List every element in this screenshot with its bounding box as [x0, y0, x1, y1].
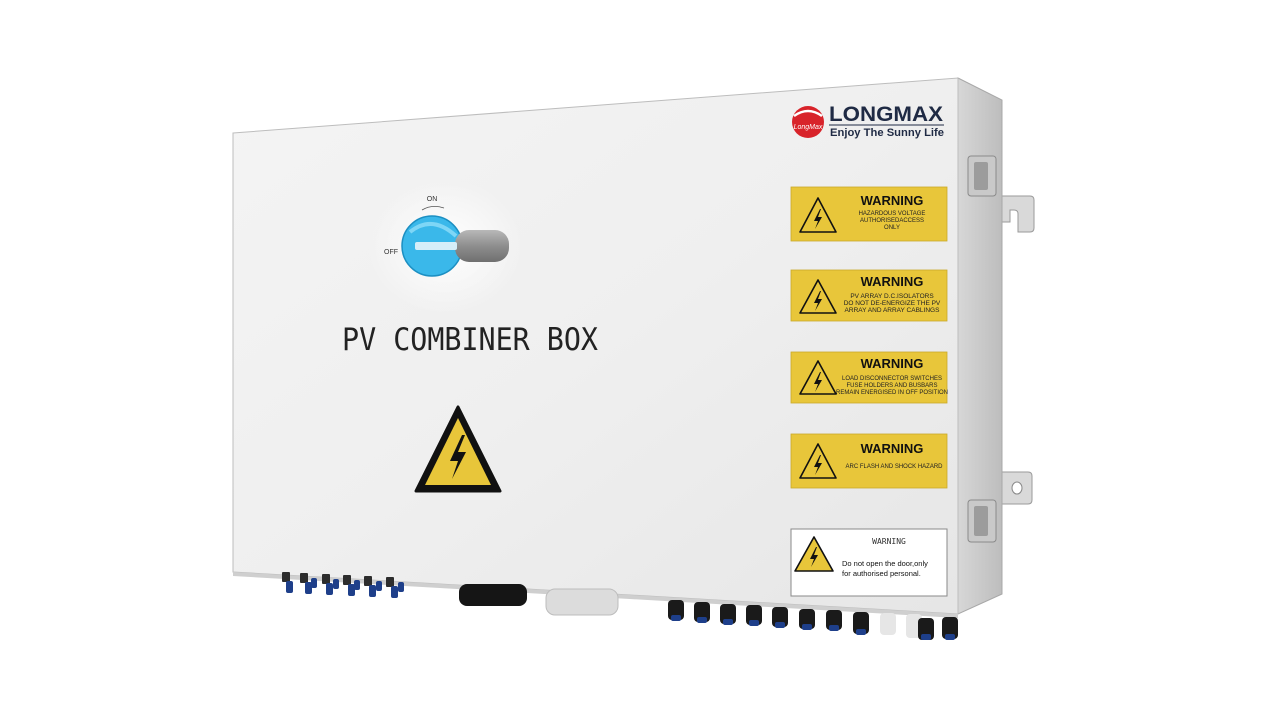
warning-line: DO NOT DE-ENERGIZE THE PV: [844, 300, 941, 307]
warning-line: HAZARDOUS VOLTAGE: [859, 211, 926, 217]
warning-label-3: WARNING LOAD DISCONNECTOR SWITCHES FUSE …: [790, 351, 948, 404]
brand-tagline: Enjoy The Sunny Life: [830, 127, 944, 139]
switch-on-label: ON: [427, 196, 438, 203]
warning-triangle-icon: [799, 443, 837, 479]
brand-logo-icon: [792, 106, 824, 138]
warning-line: ARC FLASH AND SHOCK HAZARD: [845, 464, 943, 470]
cable-gland-black: [459, 584, 527, 606]
mounting-bracket-top: [994, 195, 1035, 233]
notice-line: Do not open the door,only: [842, 559, 928, 568]
mounting-bracket-bottom: [994, 471, 1033, 505]
brand-logo: LongMax LONGMAX Enjoy The Sunny Life: [792, 103, 944, 139]
cable-gland-grey: [545, 588, 619, 616]
rotary-isolator-switch[interactable]: ON OFF: [367, 178, 523, 314]
mc4-connectors-left: [282, 572, 404, 598]
brand-name: LONGMAX: [829, 103, 943, 126]
warning-heading: WARNING: [861, 356, 924, 371]
warning-heading: WARNING: [861, 274, 924, 289]
warning-heading: WARNING: [861, 441, 924, 456]
warning-label-4: WARNING ARC FLASH AND SHOCK HAZARD: [790, 433, 948, 489]
switch-off-label: OFF: [384, 249, 398, 256]
mc4-connectors-right: [668, 600, 958, 640]
warning-line: ARRAY AND ARRAY CABLINGS: [845, 307, 941, 314]
switch-handle[interactable]: [455, 230, 509, 262]
hinge-top: [967, 155, 997, 197]
warning-line: PV ARRAY D.C.ISOLATORS: [850, 293, 934, 300]
warning-label-1: WARNING HAZARDOUS VOLTAGE AUTHORISEDACCE…: [790, 186, 948, 242]
warning-line: ONLY: [884, 225, 900, 231]
warning-heading: WARNING: [861, 193, 924, 208]
notice-line: for authorised personal.: [842, 569, 921, 578]
connector-blue-tips: [671, 615, 955, 640]
warning-line: REMAIN ENERGISED IN OFF POSITION: [836, 390, 948, 396]
warning-label-2: WARNING PV ARRAY D.C.ISOLATORS DO NOT DE…: [790, 269, 948, 322]
switch-indicator: [415, 242, 457, 250]
hinge-bottom: [967, 499, 997, 543]
warning-triangle-icon: [799, 197, 837, 233]
notice-heading: WARNING: [872, 537, 906, 546]
warning-line: FUSE HOLDERS AND BUSBARS: [846, 383, 937, 389]
brand-logo-text: LongMax: [794, 124, 823, 131]
warning-line: AUTHORISEDACCESS: [860, 218, 924, 224]
warning-triangle-icon: [799, 360, 837, 395]
door-notice-label: WARNING Do not open the door,only for au…: [790, 528, 948, 597]
switch-rotation-arrow: [421, 206, 445, 211]
high-voltage-warning-icon: [414, 405, 502, 493]
warning-line: LOAD DISCONNECTOR SWITCHES: [842, 376, 942, 382]
warning-triangle-icon: [799, 279, 837, 314]
product-title: PV COMBINER BOX: [342, 322, 598, 358]
